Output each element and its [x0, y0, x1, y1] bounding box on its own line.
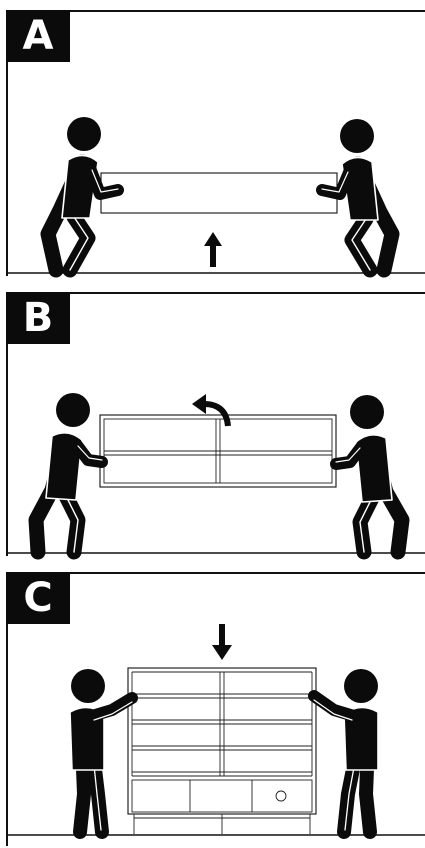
person-right [316, 119, 400, 278]
panel-b-label: B [6, 292, 70, 344]
person-left [40, 117, 124, 278]
person-head [56, 393, 90, 427]
panel-c-label: C [6, 572, 70, 624]
person-left [69, 669, 138, 839]
panel-c: C [6, 572, 425, 846]
panel-b: B [6, 292, 425, 560]
person-head [340, 119, 374, 153]
person-head [67, 117, 101, 151]
cabinet-lying [100, 172, 338, 214]
panel-a-scene [6, 117, 425, 278]
person-right [330, 395, 410, 560]
panel-b-scene [6, 393, 425, 560]
cabinet-side [99, 414, 337, 488]
arrow-down-icon [212, 624, 232, 660]
rotate-arrow-icon [192, 394, 231, 427]
person-head [71, 669, 105, 703]
panel-a-label: A [6, 10, 70, 62]
arrow-up-icon [204, 232, 222, 267]
person-head [344, 669, 378, 703]
panel-a: A [6, 10, 425, 278]
person-torso [343, 706, 379, 771]
person-right [308, 669, 379, 839]
person-torso [69, 706, 105, 771]
person-head [350, 395, 384, 429]
cabinet-upright [127, 667, 317, 834]
panel-c-scene [6, 624, 425, 839]
person-left [28, 393, 108, 560]
